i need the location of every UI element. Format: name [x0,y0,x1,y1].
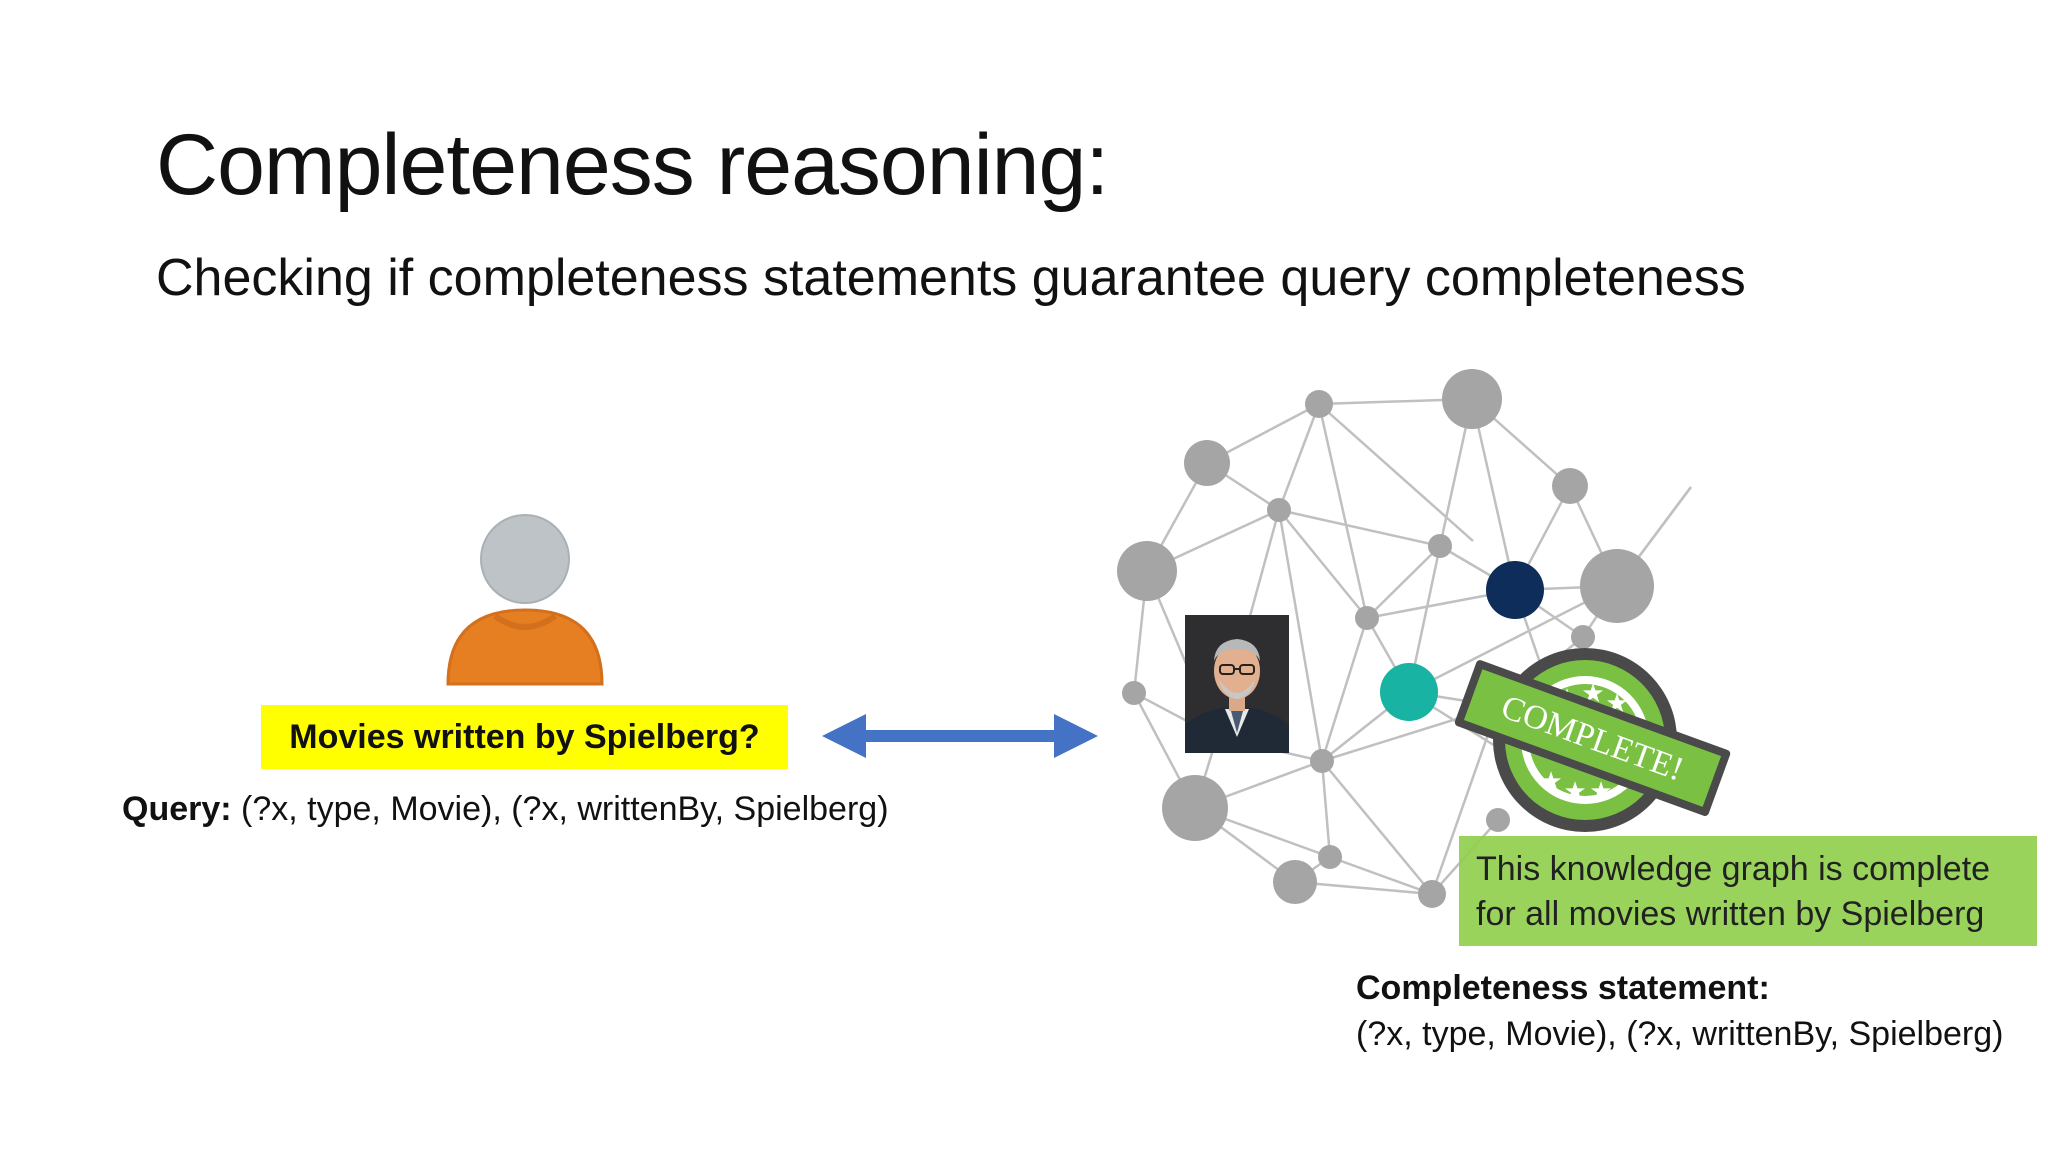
graph-node [1571,625,1595,649]
completeness-statement: Completeness statement: (?x, type, Movie… [1356,965,2003,1057]
user-question-box: Movies written by Spielberg? [261,705,788,769]
graph-node [1318,845,1342,869]
graph-node-highlight-navy [1486,561,1544,619]
graph-node [1442,369,1502,429]
graph-node [1310,749,1334,773]
graph-node [1162,775,1228,841]
slide-title: Completeness reasoning: [156,117,1109,213]
query-value: (?x, type, Movie), (?x, writtenBy, Spiel… [231,790,889,828]
graph-node [1428,534,1452,558]
query-label: Query: [122,790,232,828]
graph-node [1117,541,1177,601]
graph-node [1273,860,1317,904]
graph-node [1580,549,1654,623]
user-icon [446,514,604,686]
graph-node [1418,880,1446,908]
graph-node [1305,390,1333,418]
complete-stamp-icon: ★ ★ ★ ★ ★ ★ COMPLETE! [1455,648,1731,832]
graph-node [1355,606,1379,630]
graph-node [1552,468,1588,504]
statement-label: Completeness statement: [1356,969,1770,1007]
statement-value: (?x, type, Movie), (?x, writtenBy, Spiel… [1356,1015,2004,1053]
graph-node-highlight-teal [1380,663,1438,721]
graph-node [1486,808,1510,832]
spielberg-portrait [1185,615,1289,753]
slide-subtitle: Checking if completeness statements guar… [156,249,1746,307]
graph-node [1122,681,1146,705]
graph-completeness-note: This knowledge graph is complete for all… [1459,836,2037,946]
note-line-2: for all movies written by Spielberg [1476,895,1985,933]
double-headed-arrow-icon [822,714,1098,758]
svg-text:★: ★ [1563,777,1586,807]
graph-node [1267,498,1291,522]
graph-node [1184,440,1230,486]
query-line: Query: (?x, type, Movie), (?x, writtenBy… [122,790,889,829]
note-line-1: This knowledge graph is complete [1476,850,1991,888]
svg-text:★: ★ [1589,777,1612,807]
svg-text:★: ★ [1539,767,1562,797]
